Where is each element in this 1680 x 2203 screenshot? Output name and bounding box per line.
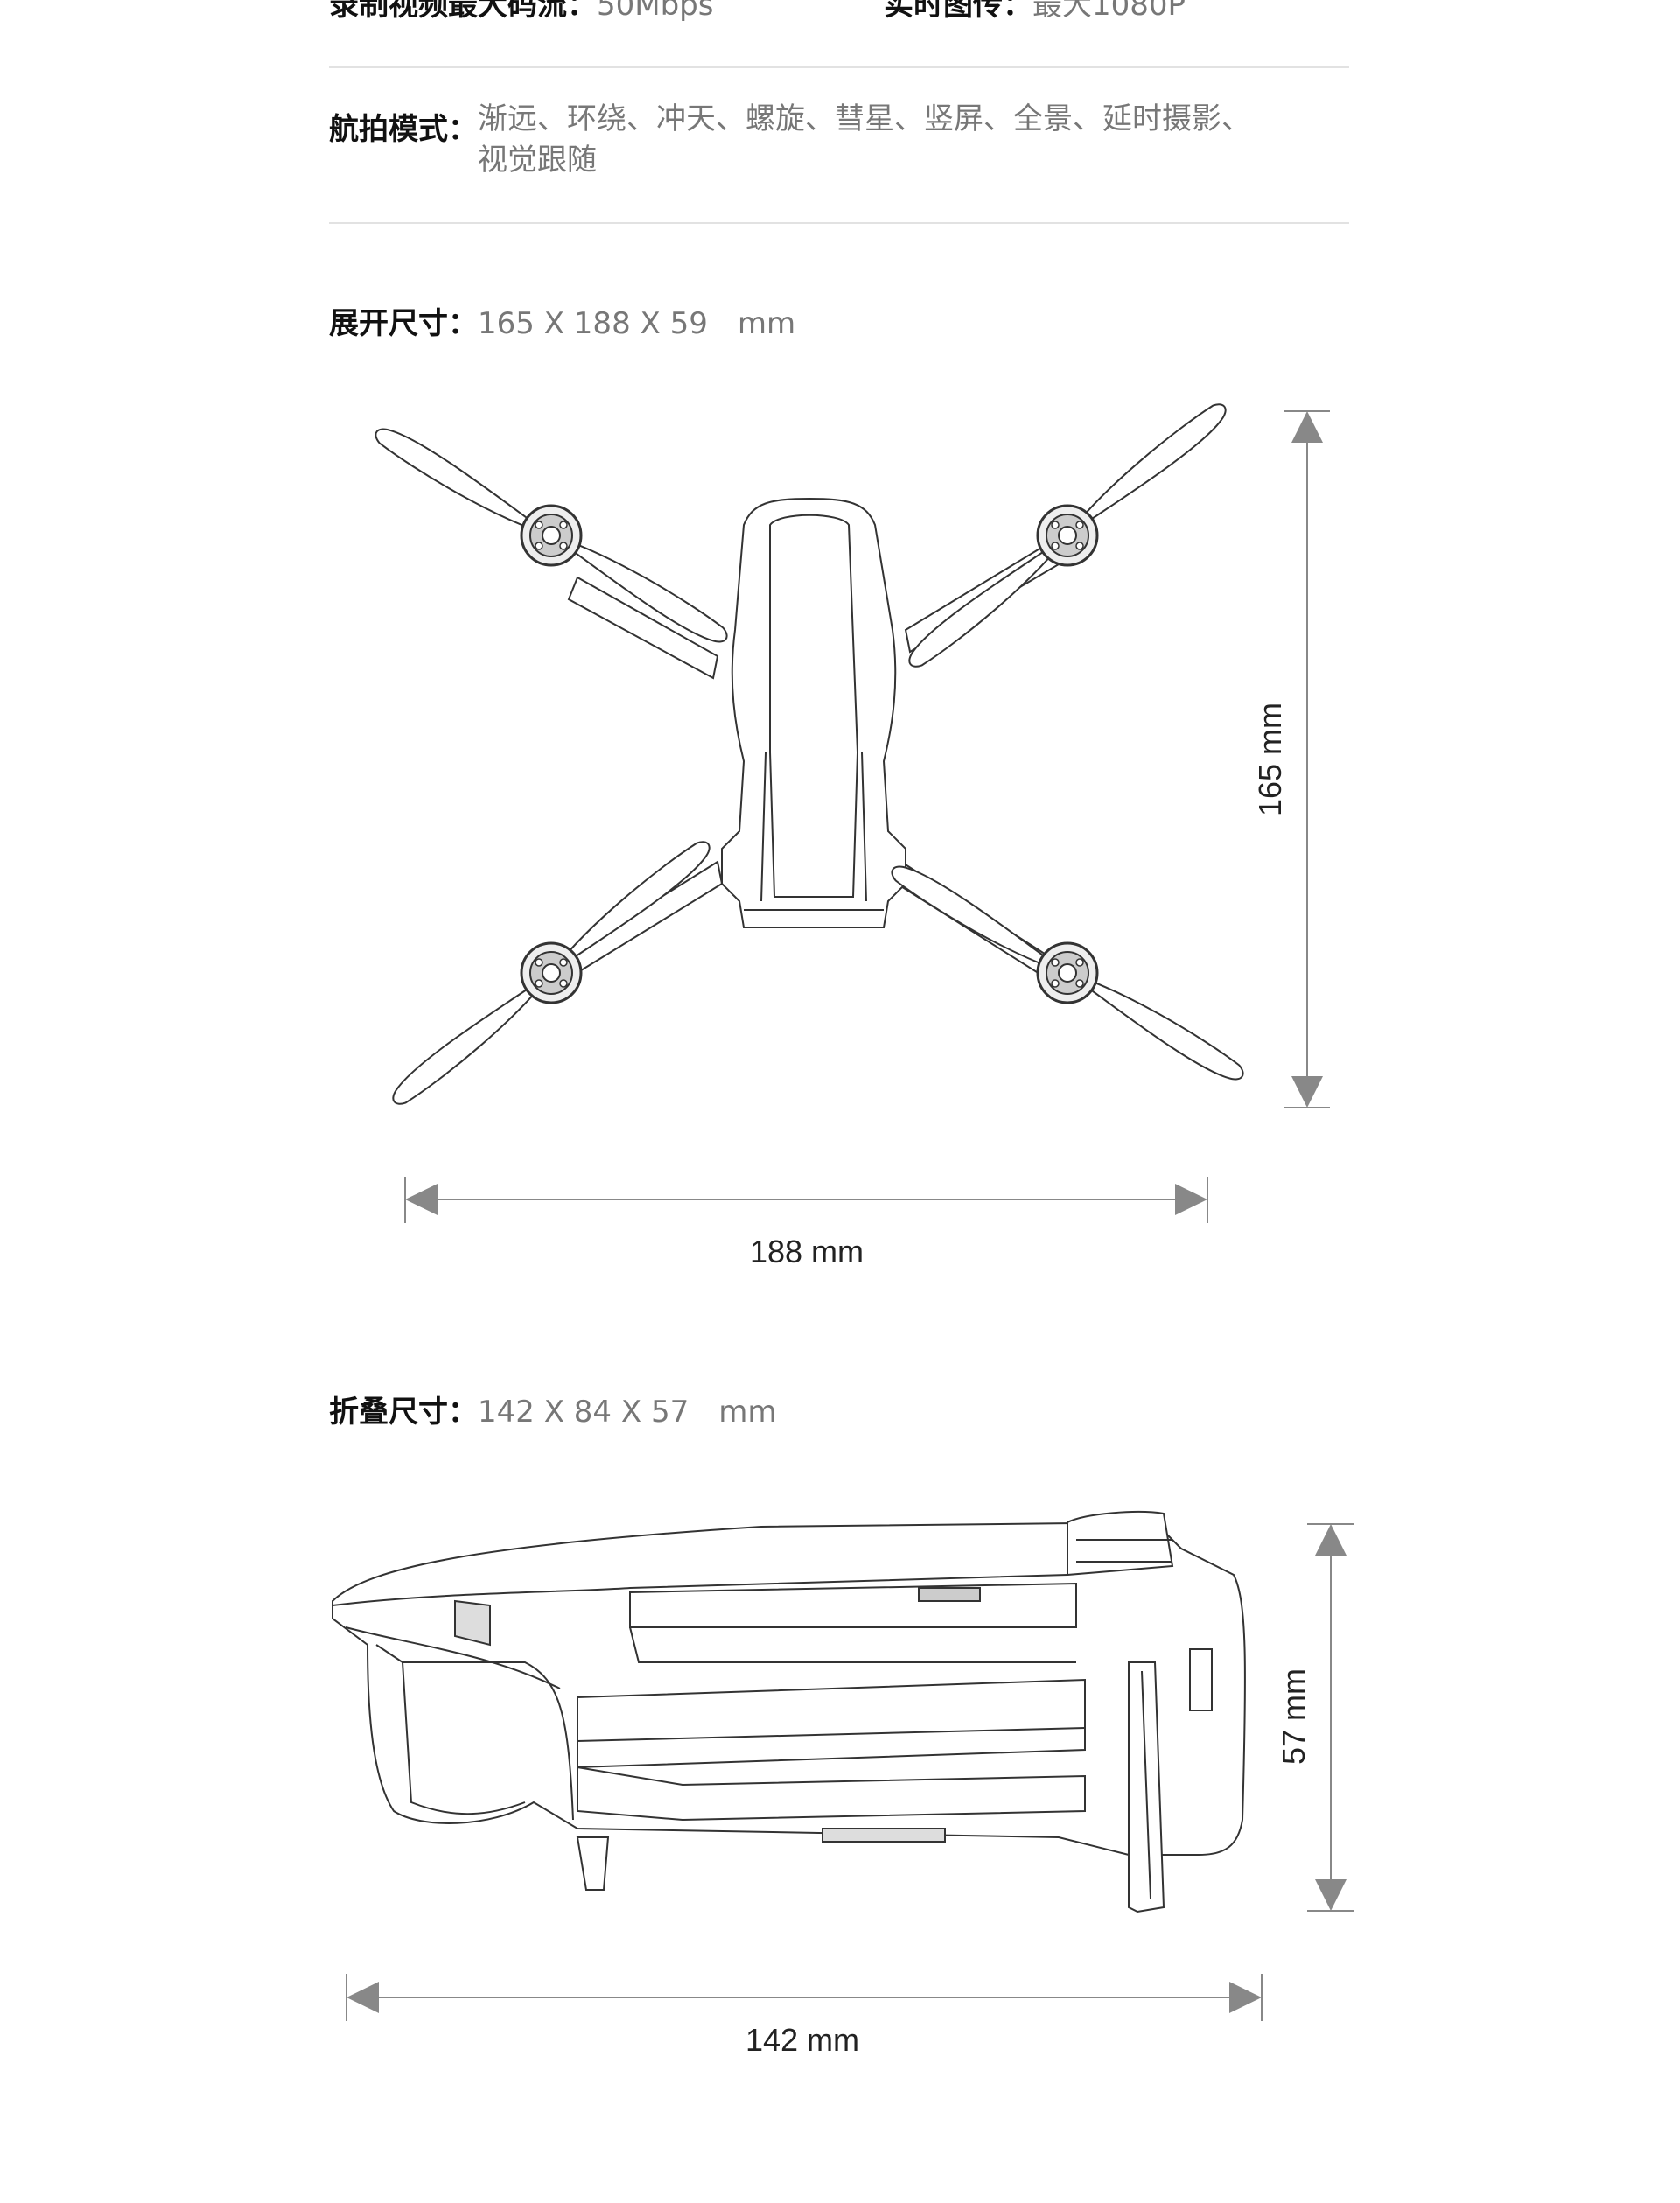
unfolded-drone-drawing [374,358,1245,1150]
separator [329,222,1349,224]
folded-width-label: 142 mm [746,2022,859,2058]
bitrate-label: 录制视频最大码流： [329,0,597,23]
folded-size-label: 折叠尺寸： [329,1395,478,1430]
transmission-label: 实时图传： [884,0,1032,23]
unfolded-size-label: 展开尺寸： [329,306,478,341]
separator [329,66,1349,68]
flight-modes-spec: 航拍模式： 渐远、环绕、冲天、螺旋、彗星、竖屏、全景、延时摄影、 视觉跟随 [329,101,1251,181]
unfolded-size-spec: 展开尺寸： 165 X 188 X 59 mm [329,299,795,342]
folded-drone-drawing [332,1511,1246,1913]
folded-height-label: 57 mm [1276,1668,1312,1765]
unfolded-height-label: 165 mm [1252,703,1288,816]
unfolded-size-value: 165 X 188 X 59 mm [478,306,796,341]
flight-modes-line-2: 视觉跟随 [478,143,597,178]
folded-width-dimension: 142 mm [346,1974,1263,2058]
bitrate-spec: 录制视频最大码流： 50Mbps [329,0,713,24]
unfolded-width-label: 188 mm [750,1234,864,1269]
flight-modes-line-1: 渐远、环绕、冲天、螺旋、彗星、竖屏、全景、延时摄影、 [478,101,1251,136]
bitrate-value: 50Mbps [597,0,714,23]
transmission-spec: 实时图传： 最大1080P [884,0,1186,24]
unfolded-height-dimension: 165 mm [1252,410,1330,1108]
unfolded-width-dimension: 188 mm [404,1177,1208,1269]
folded-height-dimension: 57 mm [1276,1523,1354,1912]
folded-size-spec: 折叠尺寸： 142 X 84 X 57 mm [329,1388,776,1430]
flight-modes-label: 航拍模式： [329,112,478,147]
transmission-value: 最大1080P [1032,0,1186,23]
folded-size-value: 142 X 84 X 57 mm [478,1395,777,1430]
